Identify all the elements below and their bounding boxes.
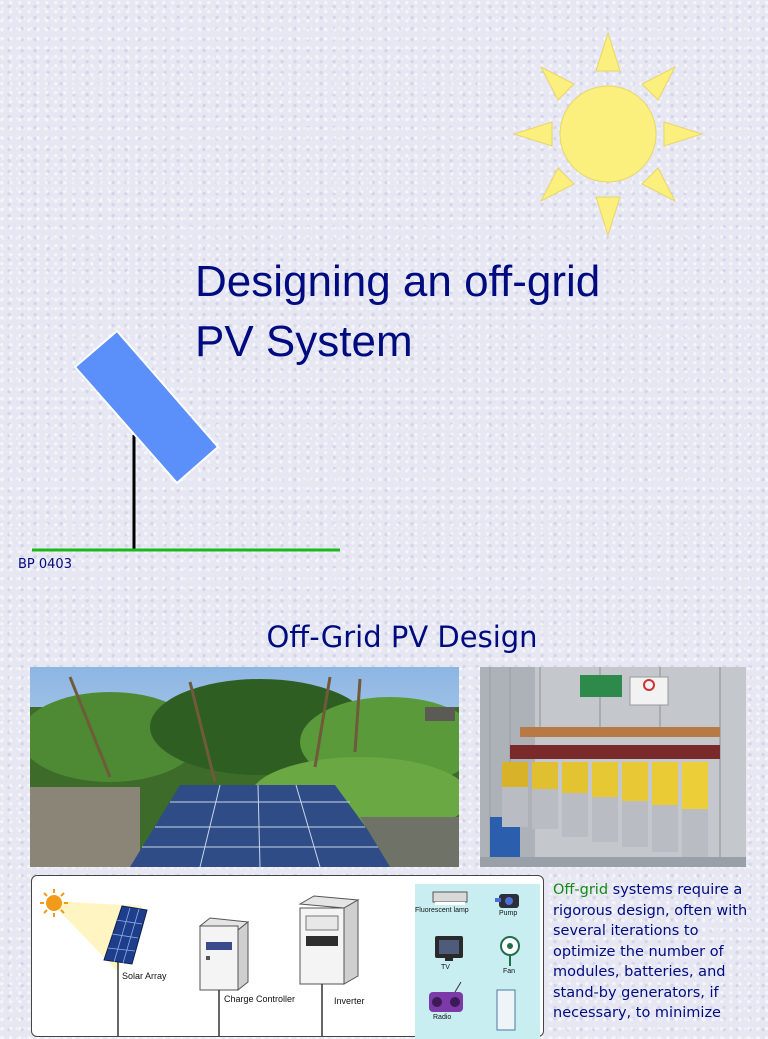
description-body: systems require a rigorous design, often… [553,882,748,1021]
slide2-title: Off-Grid PV Design [266,620,538,654]
slide-title: Designing an off-grid PV System [195,252,715,372]
load-label-tv: TV [441,964,450,971]
load-label-radio: Radio [433,1014,452,1021]
fan-icon [500,936,520,966]
slide-code: BP 0403 [18,557,72,572]
description-highlight: Off-grid [553,882,609,898]
charge-controller-icon [198,917,250,1036]
refrigerator-icon [496,989,516,1031]
tv-icon [435,936,463,961]
slide-title-line2: PV System [195,317,413,366]
solar-array-label: Solar Array [122,971,167,981]
system-diagram: Solar Array Charge Controller Inverter [31,875,544,1039]
loads-panel: Fluorescent lamp Pump TV Fan Radio [415,884,540,1039]
radio-icon [429,981,463,1012]
pump-icon [495,894,519,908]
solar-panel-illustration [32,329,340,552]
sun-icon [512,31,704,237]
sun-small-icon [40,889,68,917]
solar-field-photo [30,667,459,867]
battery-bank-photo [480,667,746,867]
inverter-label: Inverter [334,996,365,1006]
charge-controller-label: Charge Controller [224,994,296,1004]
panel-shape [73,329,220,485]
load-label-fan: Fan [503,968,516,975]
load-label-pump: Pump [499,910,518,917]
slide-title-line1: Designing an off-grid [195,257,601,306]
description-text: Off-grid systems require a rigorous desi… [553,880,763,1024]
fluorescent-lamp-icon [432,891,468,905]
load-label-lamp: Fluorescent lamp [415,907,469,914]
inverter-icon [298,895,360,1036]
